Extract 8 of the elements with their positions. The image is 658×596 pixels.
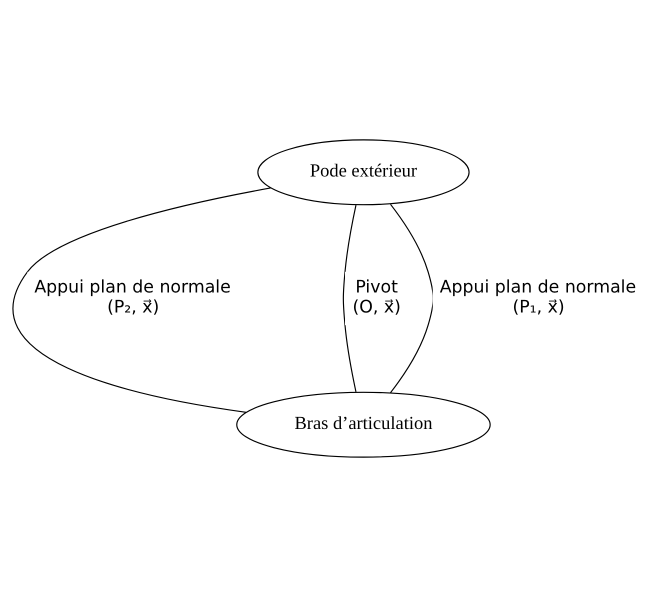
edge-label: Appui plan de normale (P₁, x⃗) [440, 277, 636, 317]
edge-label: Pivot (O, x⃗) [352, 277, 401, 317]
connector [342, 204, 357, 392]
node-ellipse: Bras d’articulation [236, 391, 491, 458]
node-ellipse: Pode extérieur [257, 138, 470, 205]
edge-label: Appui plan de normale (P₂, x⃗) [34, 277, 231, 317]
connector [12, 186, 271, 412]
connector [390, 203, 434, 393]
